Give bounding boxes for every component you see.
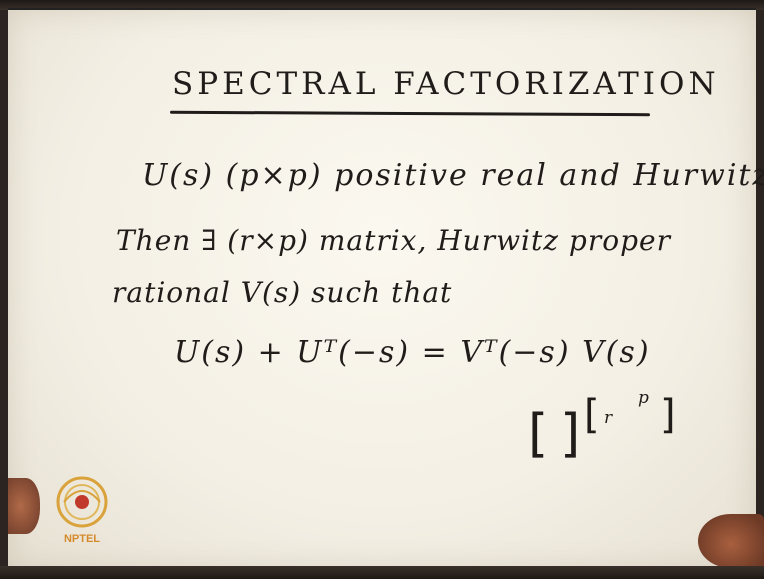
logo-center [75,495,89,509]
dimension-label-p: p [638,388,649,408]
page-title: SPECTRAL FACTORIZATION [172,66,720,102]
matrix-bracket-close-2: ] [660,392,676,438]
frame-top-edge [0,0,764,10]
logo-outer-ring [56,476,108,528]
matrix-bracket-open-1: [ [528,404,549,464]
dimension-label-r: r [604,408,613,428]
nptel-logo-icon: NPTEL [56,476,108,545]
statement-line-3: rational V(s) such that [112,276,453,309]
matrix-bracket-open-2: [ [584,392,600,438]
frame-bottom-edge [0,566,764,579]
logo-text: NPTEL [64,533,100,545]
presenter-hand-right [698,514,764,568]
whiteboard-paper [8,8,756,570]
statement-line-1: U(s) (p×p) positive real and Hurwitz [142,158,764,193]
statement-line-2: Then ∃ (r×p) matrix, Hurwitz proper [116,224,671,257]
factorization-equation: U(s) + Uᵀ(−s) = Vᵀ(−s) V(s) [174,335,651,370]
logo-arc [63,490,101,503]
presenter-hand-left [8,478,40,534]
matrix-bracket-close-1: ] [560,404,581,464]
